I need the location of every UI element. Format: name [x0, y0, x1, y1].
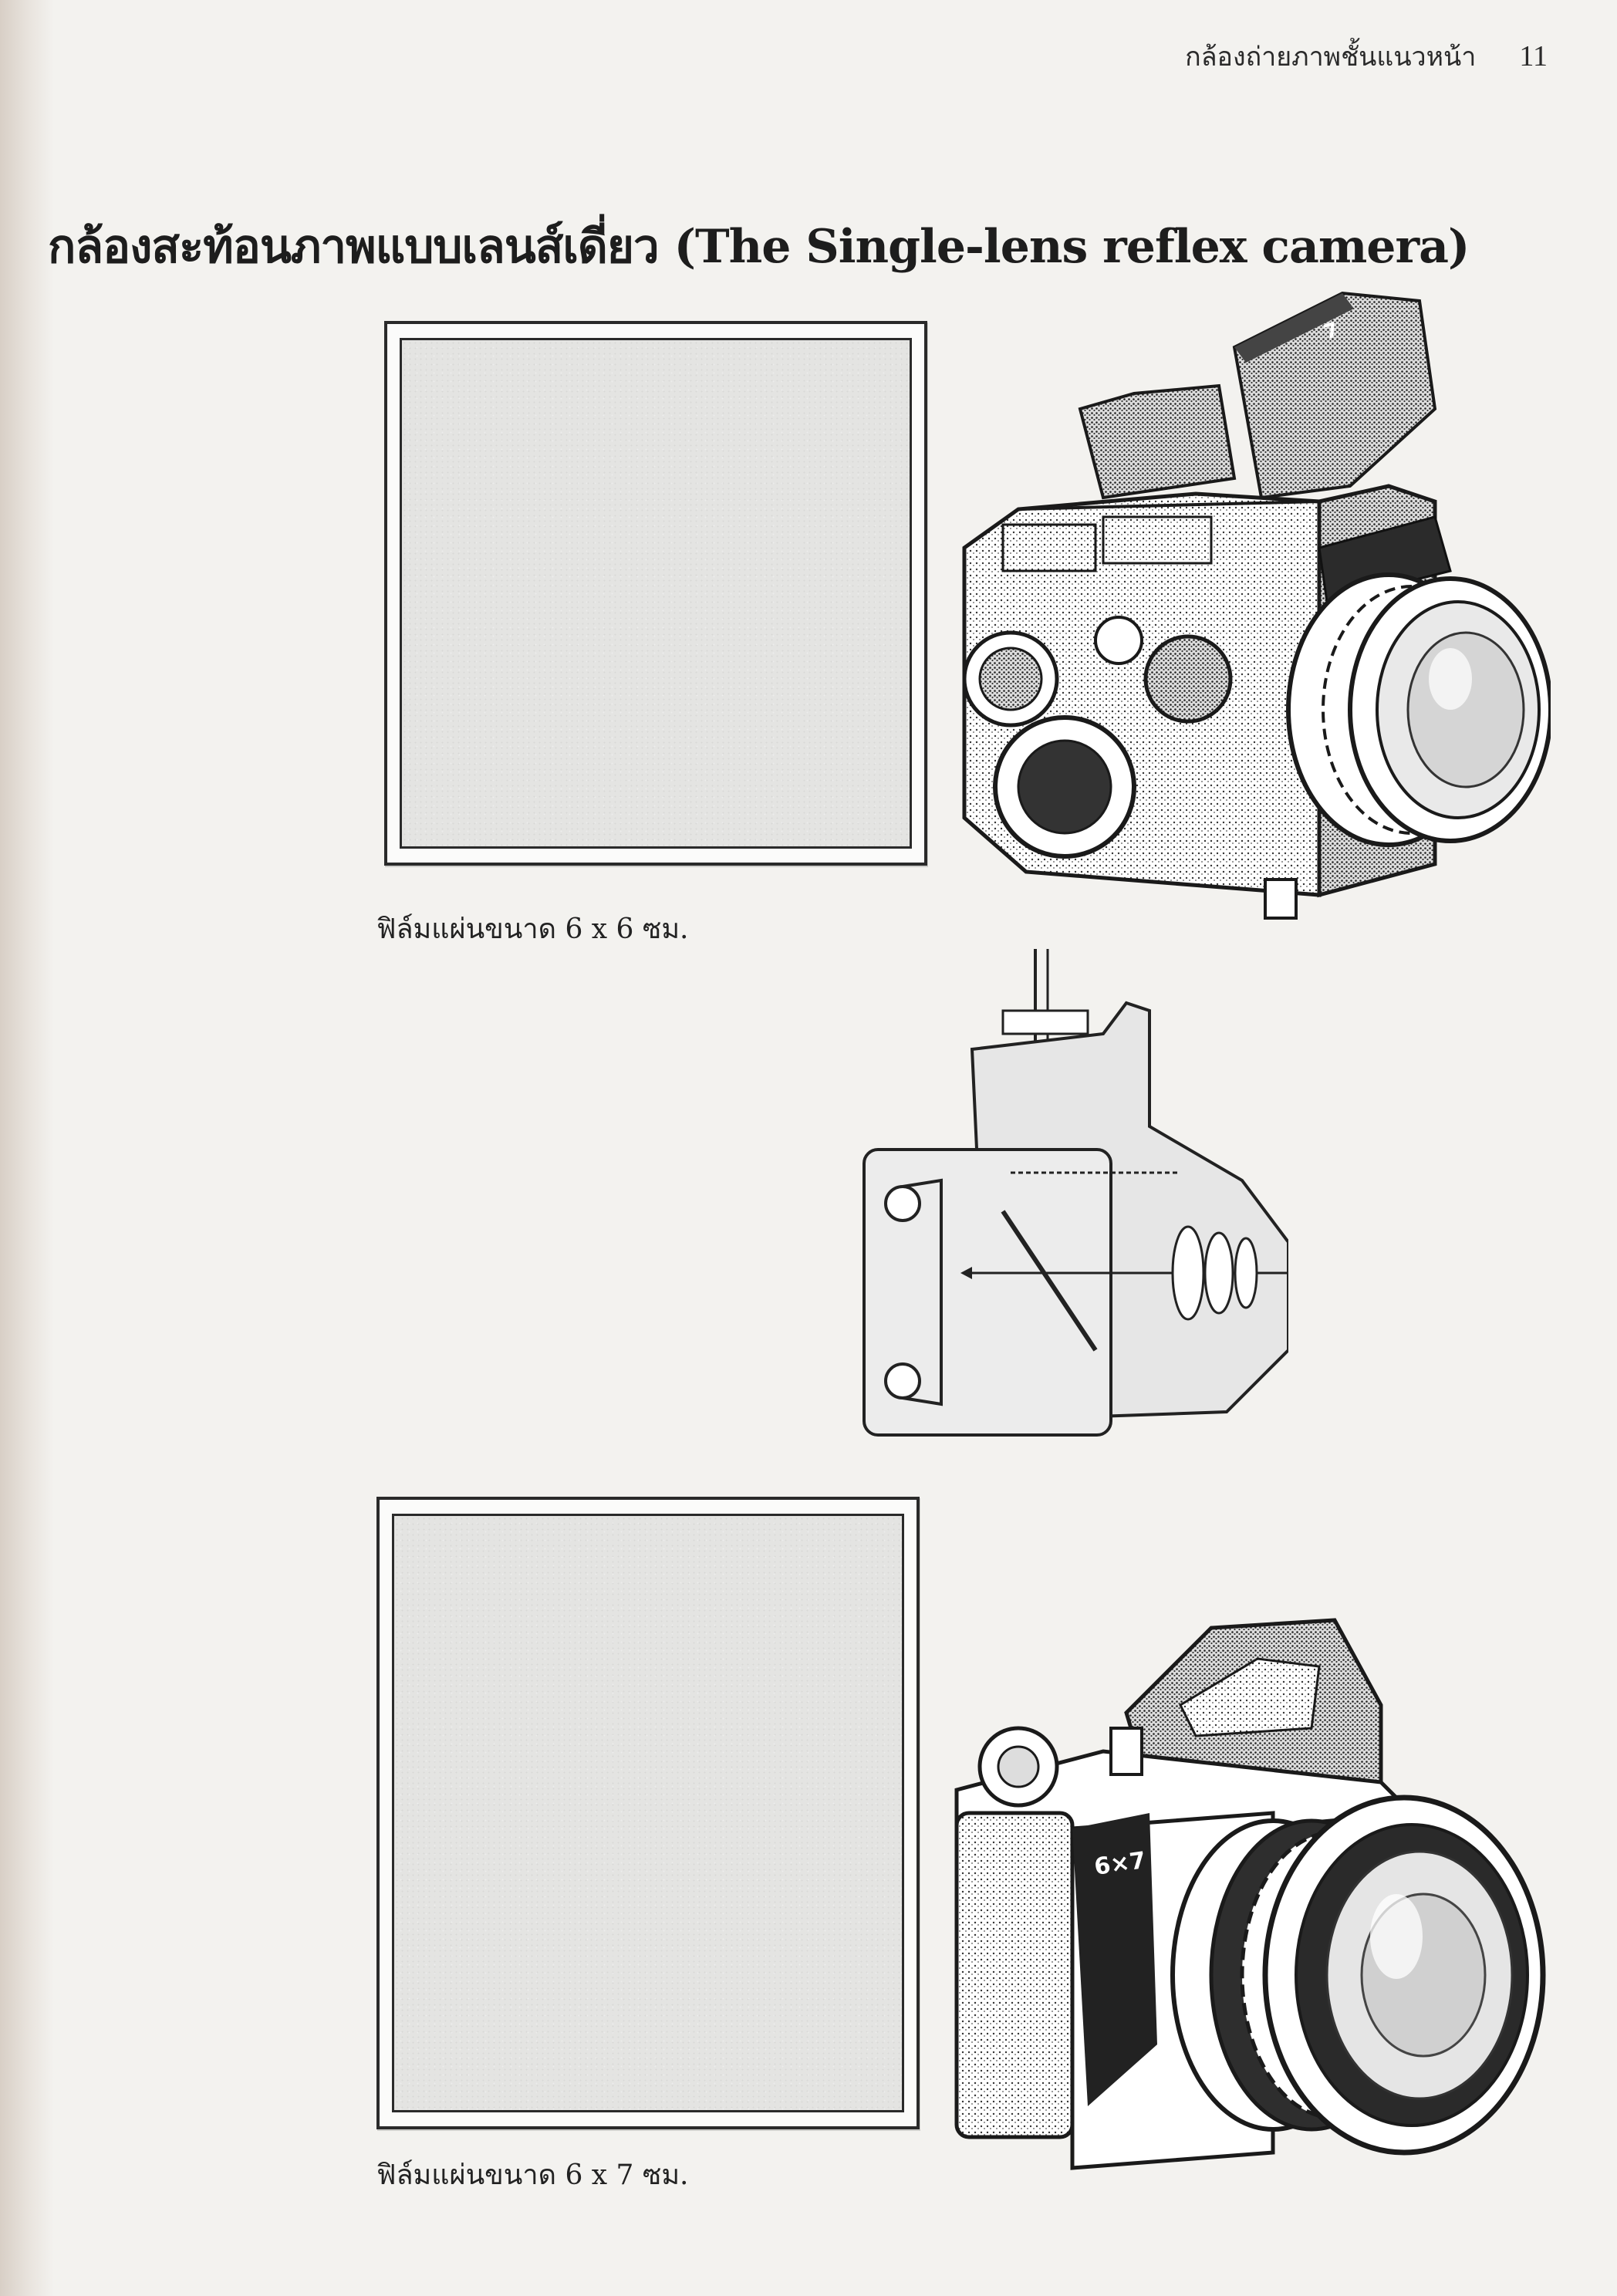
chapter-title: กล้องถ่ายภาพชั้นแนวหน้า [1185, 42, 1477, 73]
film-sheet-6x7 [376, 1497, 920, 2129]
film-sheet-6x6 [384, 321, 927, 866]
figure-caption-6x6: ฟิล์มแผ่นขนาด 6 x 6 ซม. [376, 913, 689, 945]
book-spine-shadow [0, 0, 54, 2296]
film-sheet-image-area [392, 1514, 904, 2112]
running-header: กล้องถ่ายภาพชั้นแนวหน้า 11 [1185, 37, 1548, 76]
pentax-6x7-camera-illustration: 6×7 [954, 1618, 1546, 2170]
slr-cross-section-diagram [863, 949, 1288, 1437]
page-number: 11 [1519, 40, 1548, 73]
film-sheet-image-area [400, 338, 912, 849]
bronica-camera-illustration: 7 [962, 291, 1551, 920]
figure-caption-6x7: ฟิล์มแผ่นขนาด 6 x 7 ซม. [376, 2159, 689, 2191]
section-title: กล้องสะท้อนภาพแบบเลนส์เดี่ยว (The Single… [48, 220, 1470, 275]
